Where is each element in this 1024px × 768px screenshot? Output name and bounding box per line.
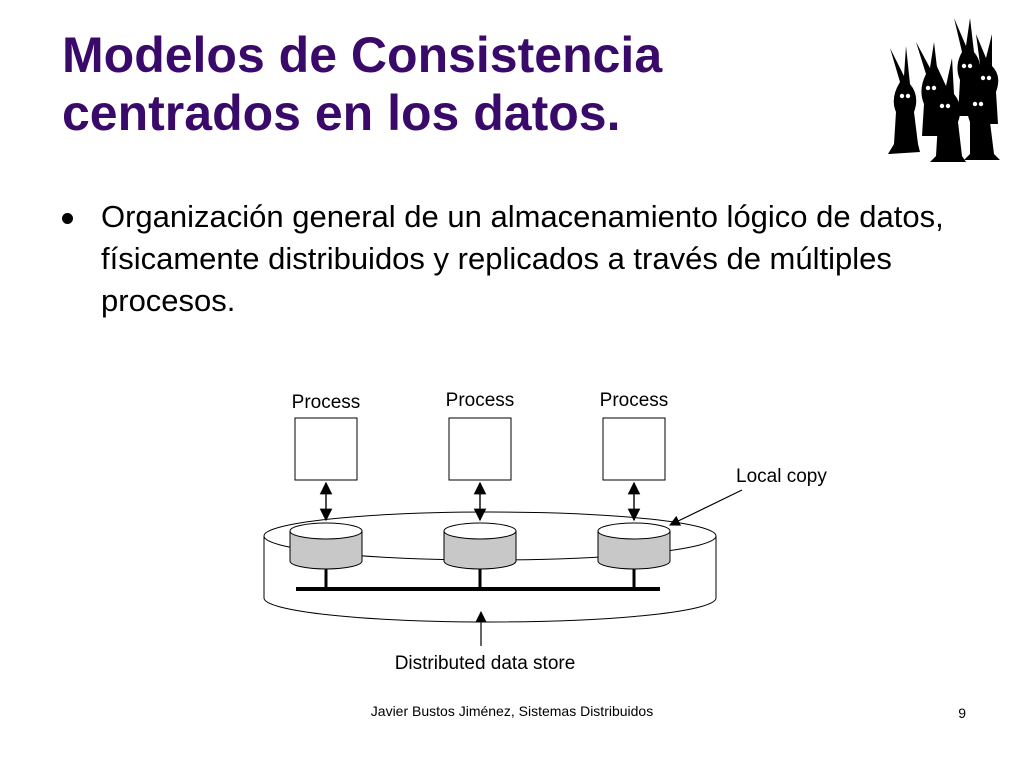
local-copy-disk-2 (443, 522, 517, 570)
local-copy-disk-1 (289, 522, 363, 570)
local-copy-pointer-arrow (669, 489, 743, 526)
interconnect-bus (296, 569, 660, 591)
slide-title-line-1: Modelos de Consistencia (62, 27, 663, 83)
local-copy-label: Local copy (736, 466, 827, 487)
process-box-1 (294, 417, 358, 481)
bullet-list: Organización general de un almacenamient… (62, 196, 962, 322)
process-box-2 (448, 417, 512, 481)
bullet-dot-icon (62, 213, 73, 224)
local-copy-disk-3 (597, 522, 671, 570)
slide-title-line-2: centrados en los datos. (62, 85, 621, 141)
bullet-item: Organización general de un almacenamient… (62, 196, 962, 322)
slide-title: Modelos de Consistencia centrados en los… (62, 26, 862, 142)
data-store-label: Distributed data store (395, 653, 576, 674)
process-box-3 (602, 417, 666, 481)
footer-text: Javier Bustos Jiménez, Sistemas Distribu… (370, 703, 654, 719)
page-number: 9 (958, 705, 966, 721)
process-label-3: Process (600, 390, 669, 411)
bullet-text: Organización general de un almacenamient… (101, 199, 944, 318)
rabbits-logo-icon (888, 18, 1000, 162)
process-label-2: Process (446, 390, 515, 411)
process-label-1: Process (292, 392, 361, 413)
distributed-data-store-diagram: Process Process Process Local copy Distr… (263, 390, 827, 674)
